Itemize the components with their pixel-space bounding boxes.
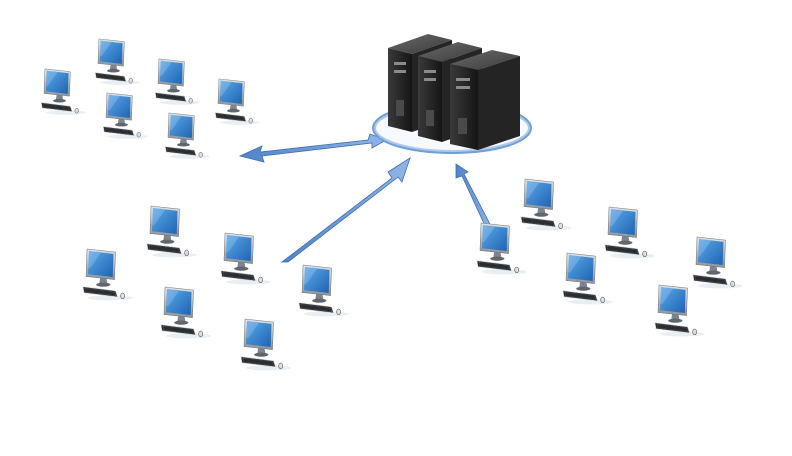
desktop-computer-icon (298, 264, 350, 317)
desktop-computer-icon (82, 248, 134, 301)
desktop-computer-icon (214, 78, 261, 126)
desktop-computer-icon (476, 222, 528, 275)
desktop-computer-icon (41, 68, 87, 116)
desktop-computer-icon (520, 178, 572, 231)
desktop-computer-icon (95, 38, 141, 86)
workstation-cluster-right (476, 178, 744, 337)
desktop-computer-icon (164, 112, 211, 160)
arrow-right-link (455, 163, 493, 229)
desktop-computer-icon (154, 58, 201, 106)
desktop-computer-icon (562, 252, 614, 305)
workstation-cluster-bottom-left (82, 205, 350, 371)
desktop-computer-icon (220, 232, 272, 285)
desktop-computer-icon (692, 236, 744, 289)
arrow-bottom-left-link (280, 157, 411, 263)
desktop-computer-icon (103, 92, 149, 140)
workstation-cluster-top-left (41, 38, 261, 160)
desktop-computer-icon (146, 205, 198, 258)
server-tower-icon (450, 50, 520, 150)
desktop-computer-icon (604, 206, 656, 259)
desktop-computer-icon (160, 286, 212, 339)
server-group (372, 34, 532, 154)
desktop-computer-icon (654, 284, 706, 337)
arrow-top-left-link (238, 133, 387, 163)
desktop-computer-icon (240, 318, 292, 371)
